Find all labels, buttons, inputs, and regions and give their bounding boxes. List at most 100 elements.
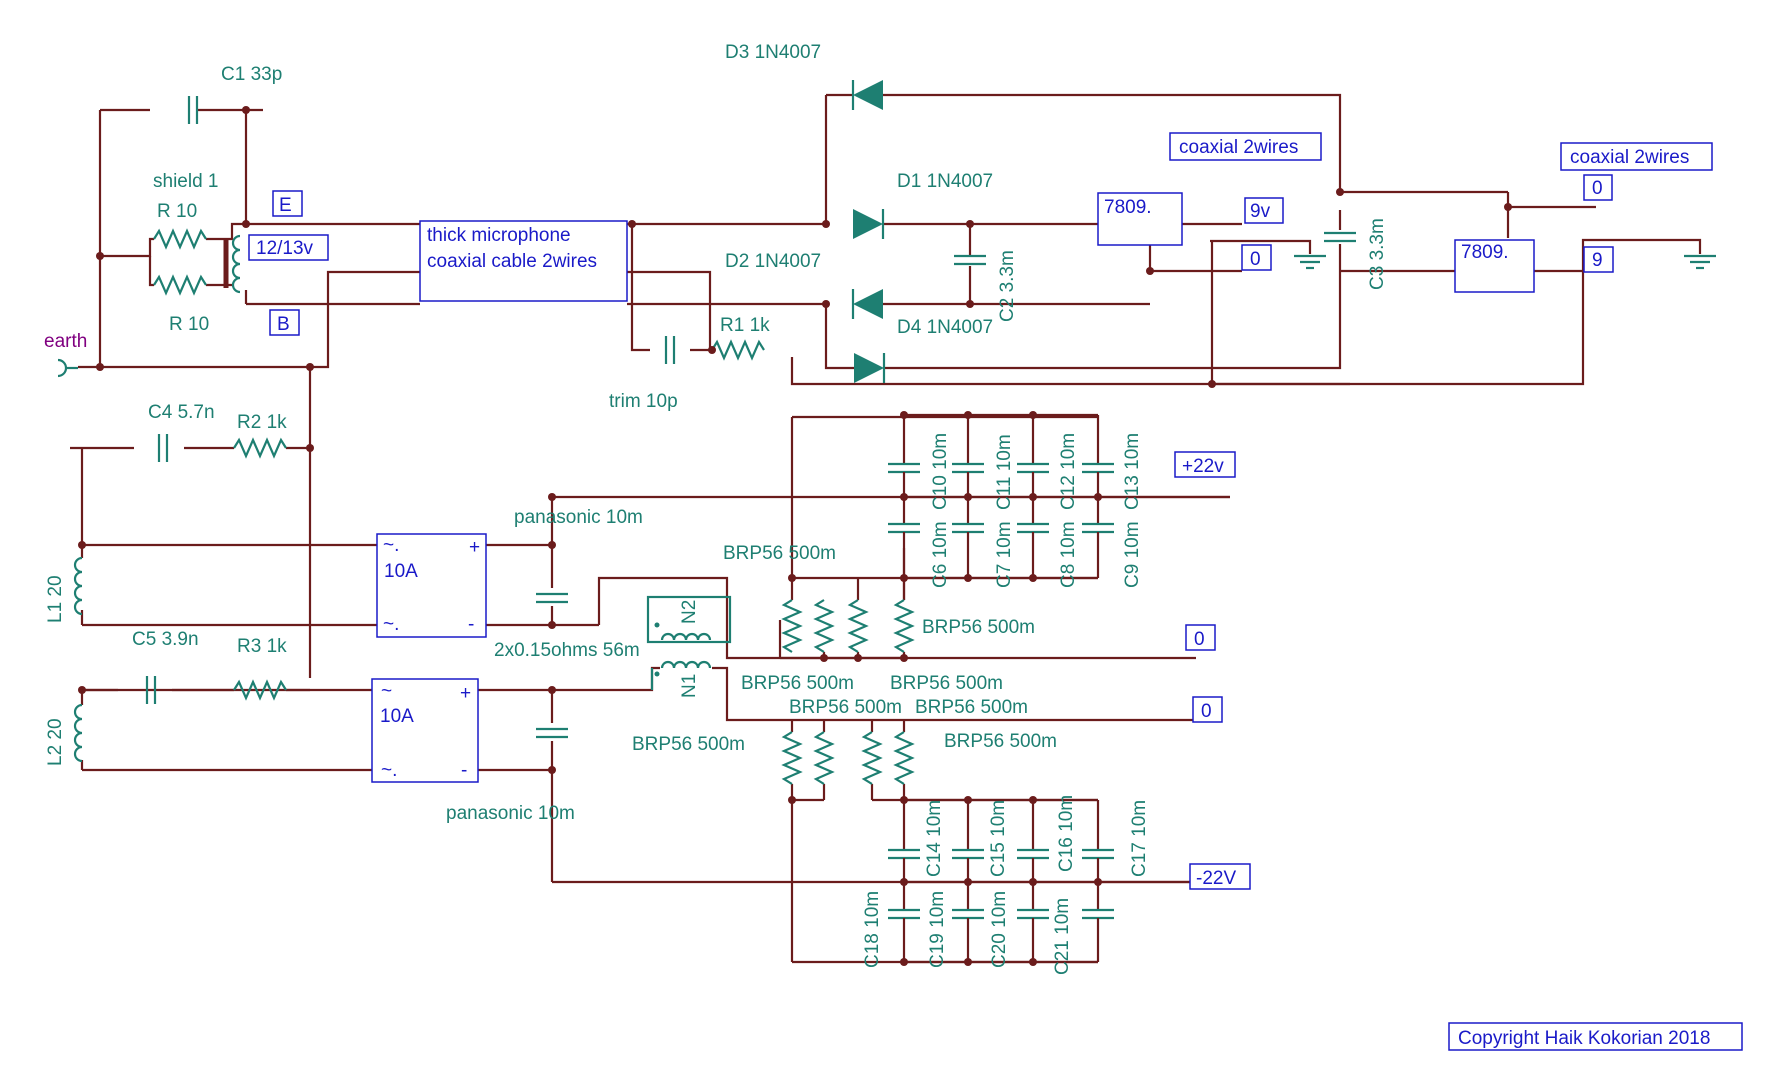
rect-bottom-ac2: ~. [381, 760, 397, 781]
label-c1: C1 33p [221, 64, 282, 85]
label-c15: C15 10m [988, 800, 1009, 877]
label-c3: C3 3.3m [1367, 218, 1388, 290]
label-d4: D4 1N4007 [897, 317, 993, 338]
label-c18: C18 10m [862, 891, 883, 968]
label-panasonic-bottom: panasonic 10m [446, 803, 575, 824]
label-c11: C11 10m [994, 434, 1015, 510]
rail-zero-low: 0 [1201, 701, 1212, 722]
label-c5: C5 3.9n [132, 629, 199, 650]
label-c20: C20 10m [989, 891, 1010, 968]
coax-label-1: coaxial 2wires [1179, 137, 1298, 158]
capacitor-c4 [157, 432, 169, 464]
inductor-l2 [73, 703, 84, 763]
output-0-a: 0 [1250, 249, 1261, 270]
shunt-n2 [646, 595, 732, 644]
label-shield: shield 1 [153, 171, 219, 192]
label-c2: C2 3.3m [997, 250, 1018, 322]
component-labels: C1 33p shield 1 R 10 R 10 earth trim 10p… [44, 42, 1388, 975]
label-c19: C19 10m [927, 891, 948, 968]
label-c17: C17 10m [1129, 800, 1150, 877]
label-d2: D2 1N4007 [725, 251, 821, 272]
rail-zero-mid: 0 [1194, 629, 1205, 650]
resistor-r10-bottom [152, 275, 208, 295]
label-r3: R3 1k [237, 636, 287, 657]
label-l2: L2 20 [45, 718, 66, 766]
label-r1: R1 1k [720, 315, 770, 336]
cable-line-1: thick microphone [427, 225, 571, 246]
ground-symbol-2 [1682, 254, 1718, 270]
capacitor-panasonic-top [534, 592, 570, 604]
label-c16: C16 10m [1056, 795, 1077, 872]
rect-top-ac1: ~. [383, 535, 399, 556]
label-brp-top-left: BRP56 500m [723, 543, 836, 564]
box-texts: E B 12/13v thick microphone coaxial cabl… [256, 137, 1710, 1049]
capacitor-trim [664, 334, 676, 366]
transformer-rating: 12/13v [256, 238, 314, 259]
diode-d3 [851, 80, 883, 110]
rect-bottom-plus: + [460, 683, 471, 704]
capacitor-panasonic-bottom [534, 727, 570, 739]
label-earth: earth [44, 331, 87, 352]
label-c12: C12 10m [1058, 433, 1079, 510]
regulator-1: 7809. [1104, 197, 1152, 218]
terminal-e: E [279, 195, 292, 216]
label-d1: D1 1N4007 [897, 171, 993, 192]
label-brp-mid-left: BRP56 500m [741, 673, 854, 694]
wire-network [70, 93, 1702, 964]
resistor-r1 [710, 340, 766, 360]
label-brp-mid-right: BRP56 500m [890, 673, 1003, 694]
label-rect-top: 10A [384, 561, 418, 582]
label-brp-row-left: BRP56 500m [789, 697, 902, 718]
earth-connector [57, 358, 78, 378]
components [57, 80, 1718, 786]
regulator-2: 7809. [1461, 242, 1509, 263]
label-r10-bottom: R 10 [169, 314, 209, 335]
label-n2: N2 [679, 600, 700, 624]
label-n1: N1 [679, 674, 700, 698]
rail-minus22: -22V [1196, 868, 1236, 889]
label-trim: trim 10p [609, 391, 678, 412]
label-c9: C9 10m [1122, 521, 1143, 588]
rect-bottom-ac1: ~ [381, 681, 392, 702]
diode-d1 [853, 209, 885, 239]
label-shunt: 2x0.15ohms 56m [494, 640, 640, 661]
label-brp-top-right: BRP56 500m [922, 617, 1035, 638]
rect-top-ac2: ~. [383, 614, 399, 635]
rect-bottom-minus: - [461, 760, 467, 781]
label-c14: C14 10m [924, 800, 945, 877]
label-r10-top: R 10 [157, 201, 197, 222]
label-c7: C7 10m [994, 521, 1015, 588]
terminal-b: B [277, 314, 290, 335]
label-c13: C13 10m [1122, 433, 1143, 510]
label-d3: D3 1N4007 [725, 42, 821, 63]
rect-top-plus: + [469, 537, 480, 558]
shunt-n1 [650, 660, 712, 690]
label-panasonic-top: panasonic 10m [514, 507, 643, 528]
label-rect-bottom: 10A [380, 706, 414, 727]
label-brp-low-right: BRP56 500m [944, 731, 1057, 752]
label-brp-low-left: BRP56 500m [632, 734, 745, 755]
junction-dots [78, 106, 1512, 966]
diode-d4 [854, 353, 886, 383]
output-0-b: 0 [1592, 178, 1603, 199]
label-c8: C8 10m [1058, 521, 1079, 588]
ground-symbol-1 [1292, 254, 1328, 270]
label-boxes [248, 132, 1743, 1051]
label-c6: C6 10m [930, 521, 951, 588]
label-r2: R2 1k [237, 412, 287, 433]
rect-top-minus: - [468, 614, 474, 635]
rail-plus22: +22v [1182, 456, 1224, 477]
capacitor-c3 [1322, 231, 1358, 243]
resistor-r2 [232, 438, 288, 458]
resistor-bank-lower [782, 730, 914, 786]
cable-line-2: coaxial cable 2wires [427, 251, 597, 272]
label-c10: C10 10m [930, 433, 951, 510]
resistor-r10-top [152, 229, 208, 249]
resistor-bank-upper [782, 598, 914, 654]
capacitor-c2 [952, 254, 988, 266]
label-c4: C4 5.7n [148, 402, 215, 423]
copyright-notice: Copyright Haik Kokorian 2018 [1458, 1028, 1710, 1049]
label-c21: C21 10m [1052, 898, 1073, 975]
transformer-coil [223, 234, 242, 294]
